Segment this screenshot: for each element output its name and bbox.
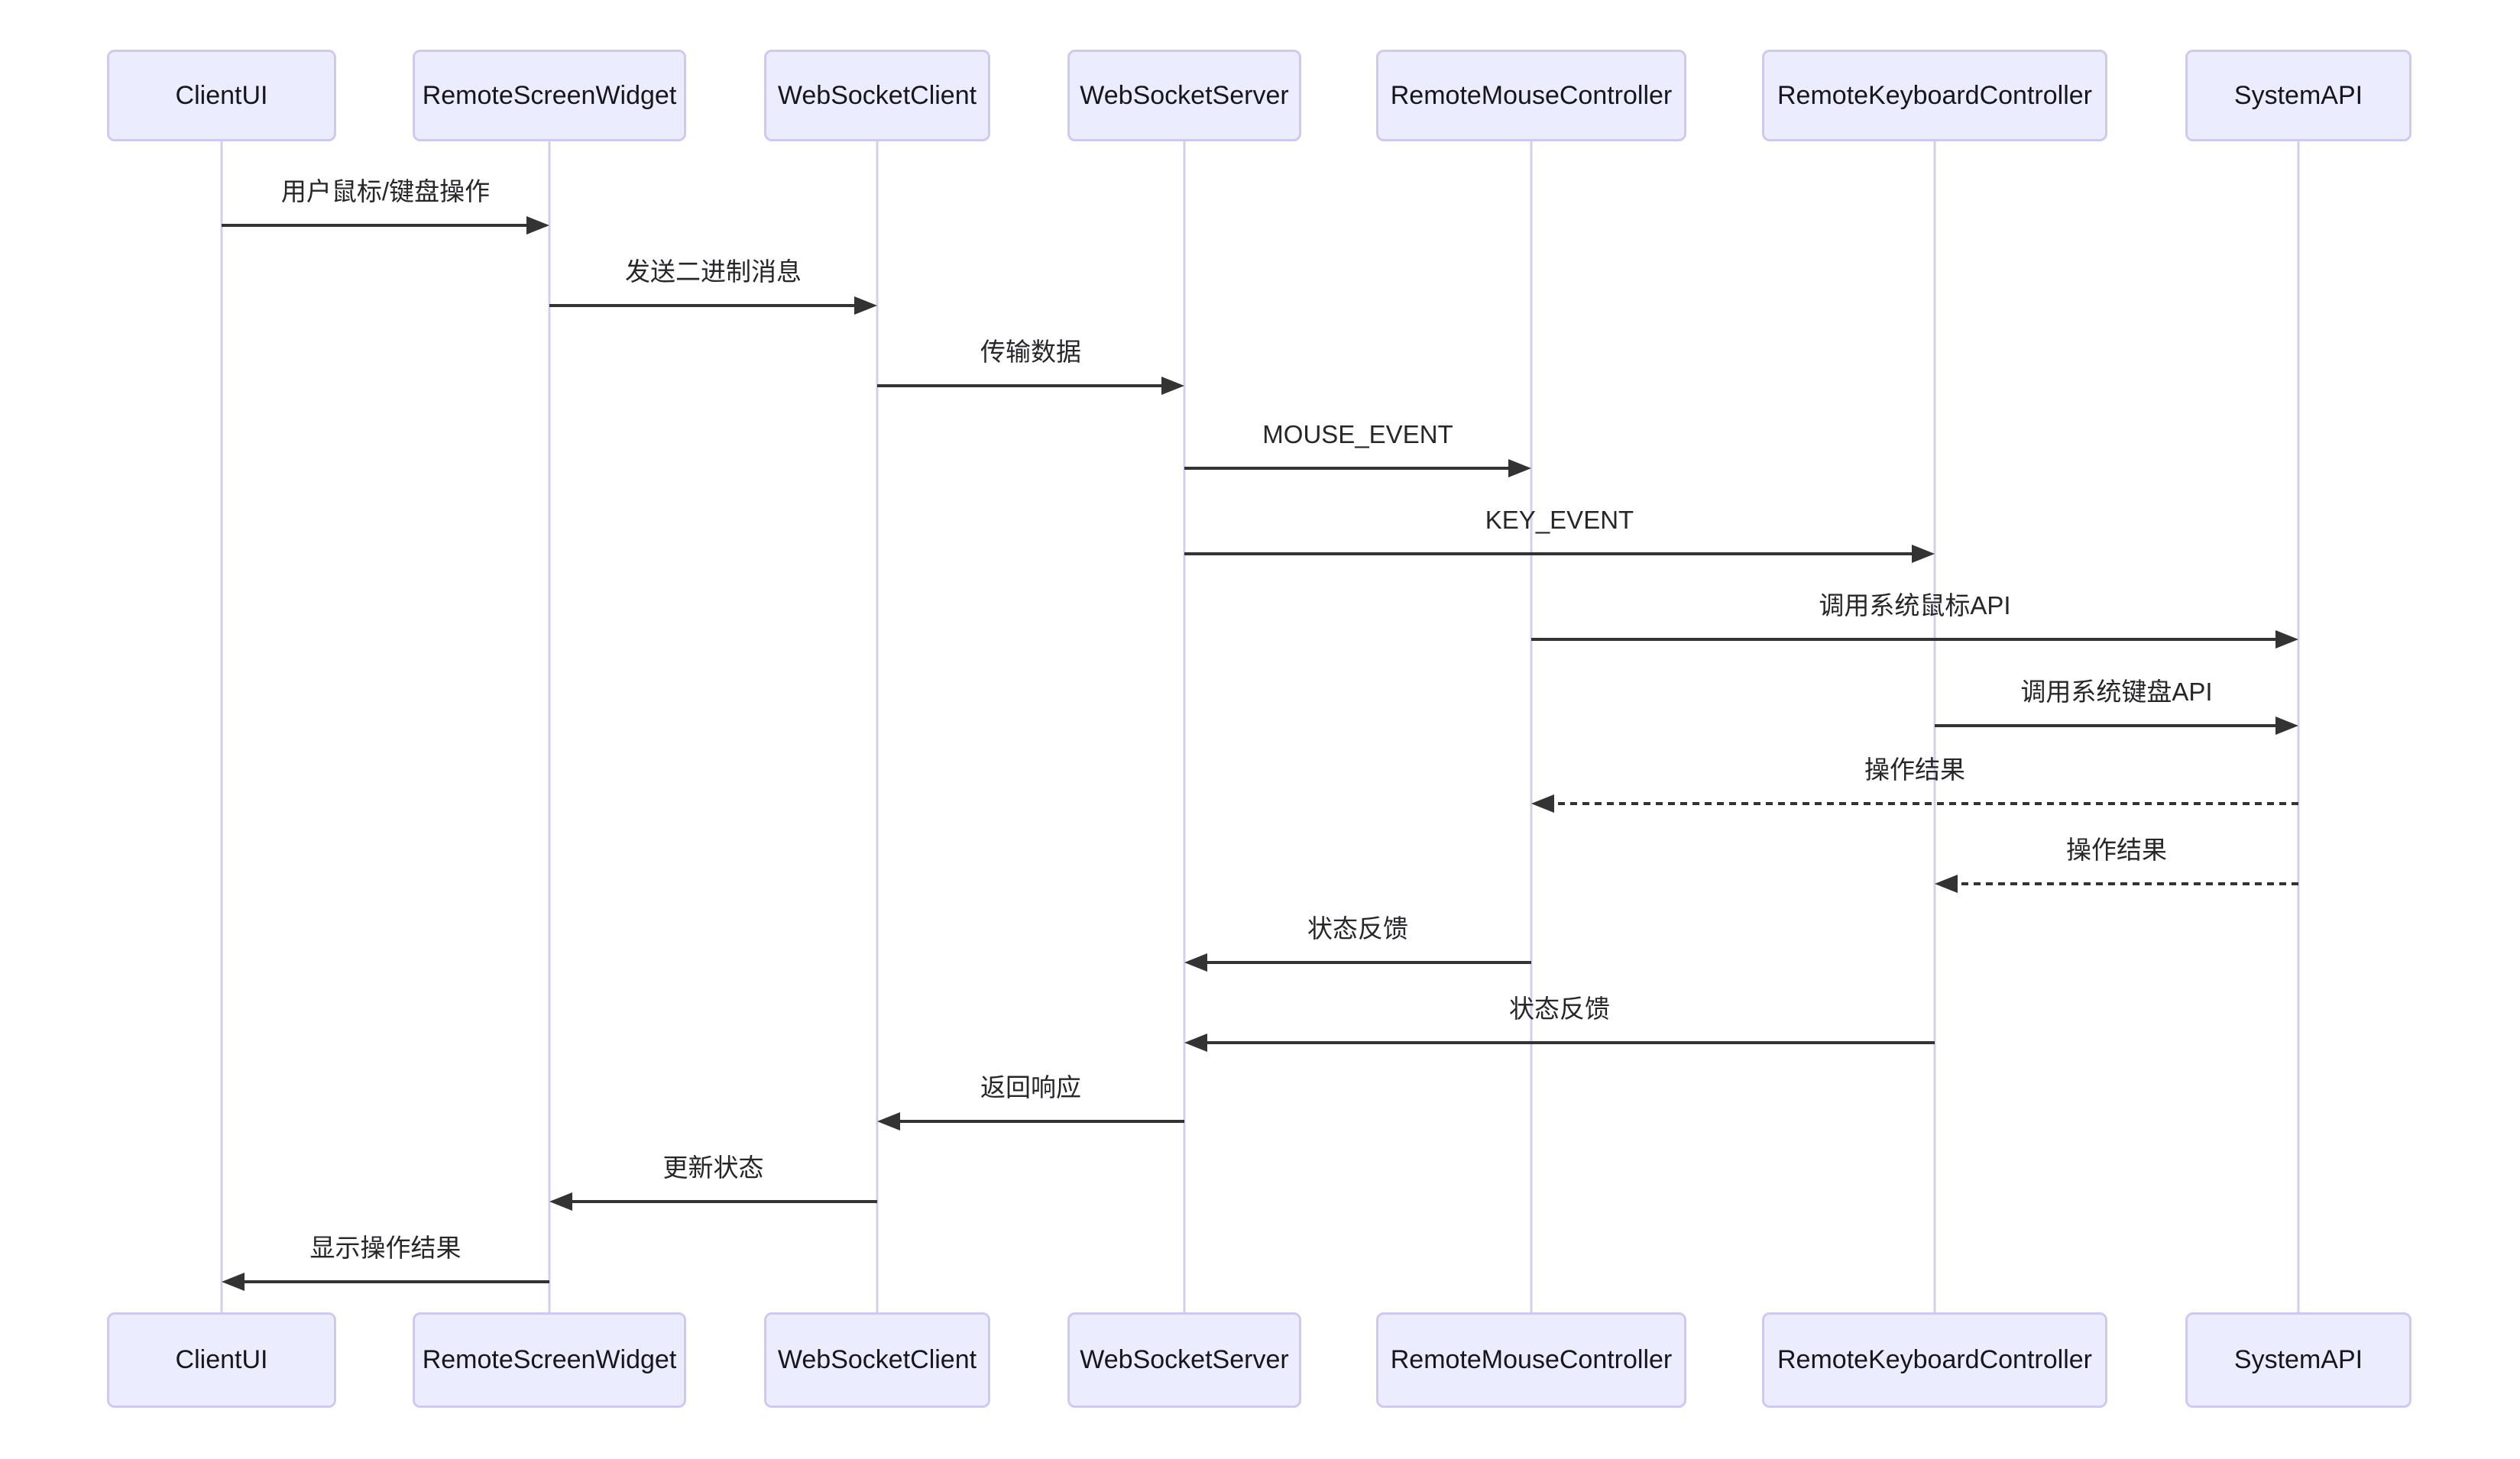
actor-label: RemoteKeyboardController: [1777, 80, 2092, 110]
message-label-6: 调用系统键盘API: [2020, 678, 2213, 706]
message-arrowhead-7: [1531, 794, 1554, 813]
message-arrowhead-2: [1161, 377, 1184, 395]
actor-label: RemoteScreenWidget: [422, 80, 677, 110]
actor-label: SystemAPI: [2233, 1345, 2363, 1374]
actor-top-system-api: SystemAPI: [2185, 50, 2411, 141]
actor-label: RemoteKeyboardController: [1777, 1345, 2092, 1374]
message-arrowhead-12: [549, 1192, 572, 1211]
message-arrowhead-10: [1184, 1034, 1207, 1052]
message-label-13: 显示操作结果: [309, 1234, 462, 1262]
message-label-10: 状态反馈: [1509, 995, 1610, 1023]
actor-label: WebSocketClient: [777, 1345, 977, 1374]
message-arrowhead-4: [1912, 545, 1935, 563]
message-arrowhead-8: [1935, 875, 1958, 893]
actor-label: RemoteMouseController: [1390, 1345, 1673, 1374]
actor-label: WebSocketServer: [1080, 80, 1289, 110]
actor-top-remote-screen-widget: RemoteScreenWidget: [413, 50, 686, 141]
message-label-0: 用户鼠标/键盘操作: [280, 177, 491, 205]
actor-label: ClientUI: [175, 80, 268, 110]
actor-bottom-remote-mouse-controller: RemoteMouseController: [1376, 1312, 1686, 1408]
message-arrowhead-1: [854, 296, 877, 315]
message-arrowhead-13: [222, 1273, 245, 1291]
actor-label: SystemAPI: [2233, 80, 2363, 110]
message-arrowhead-0: [526, 216, 549, 235]
message-label-1: 发送二进制消息: [625, 257, 802, 286]
message-label-9: 状态反馈: [1307, 914, 1408, 943]
message-arrowhead-9: [1184, 953, 1207, 972]
actor-label: ClientUI: [175, 1345, 268, 1374]
actor-bottom-web-socket-client: WebSocketClient: [764, 1312, 990, 1408]
actor-label: RemoteScreenWidget: [422, 1345, 677, 1374]
actor-bottom-client-ui: ClientUI: [107, 1312, 336, 1408]
message-label-12: 更新状态: [662, 1153, 764, 1182]
actor-bottom-remote-screen-widget: RemoteScreenWidget: [413, 1312, 686, 1408]
message-label-4: KEY_EVENT: [1485, 506, 1634, 534]
actor-top-web-socket-server: WebSocketServer: [1067, 50, 1301, 141]
message-label-8: 操作结果: [2066, 836, 2167, 864]
message-label-2: 传输数据: [980, 338, 1081, 366]
actor-top-client-ui: ClientUI: [107, 50, 336, 141]
actor-label: RemoteMouseController: [1390, 80, 1673, 110]
message-label-11: 返回响应: [980, 1073, 1081, 1102]
message-label-3: MOUSE_EVENT: [1262, 420, 1453, 448]
message-arrowhead-3: [1508, 459, 1531, 477]
message-arrowhead-5: [2275, 630, 2298, 649]
actor-bottom-remote-keyboard-controller: RemoteKeyboardController: [1762, 1312, 2107, 1408]
message-label-7: 操作结果: [1864, 755, 1965, 784]
actor-top-remote-keyboard-controller: RemoteKeyboardController: [1762, 50, 2107, 141]
actor-label: WebSocketClient: [777, 80, 977, 110]
message-label-5: 调用系统鼠标API: [1819, 591, 2011, 620]
actor-bottom-web-socket-server: WebSocketServer: [1067, 1312, 1301, 1408]
message-arrowhead-11: [877, 1112, 900, 1131]
actor-top-remote-mouse-controller: RemoteMouseController: [1376, 50, 1686, 141]
actor-top-web-socket-client: WebSocketClient: [764, 50, 990, 141]
message-arrowhead-6: [2275, 717, 2298, 735]
actor-label: WebSocketServer: [1080, 1345, 1289, 1374]
actor-bottom-system-api: SystemAPI: [2185, 1312, 2411, 1408]
